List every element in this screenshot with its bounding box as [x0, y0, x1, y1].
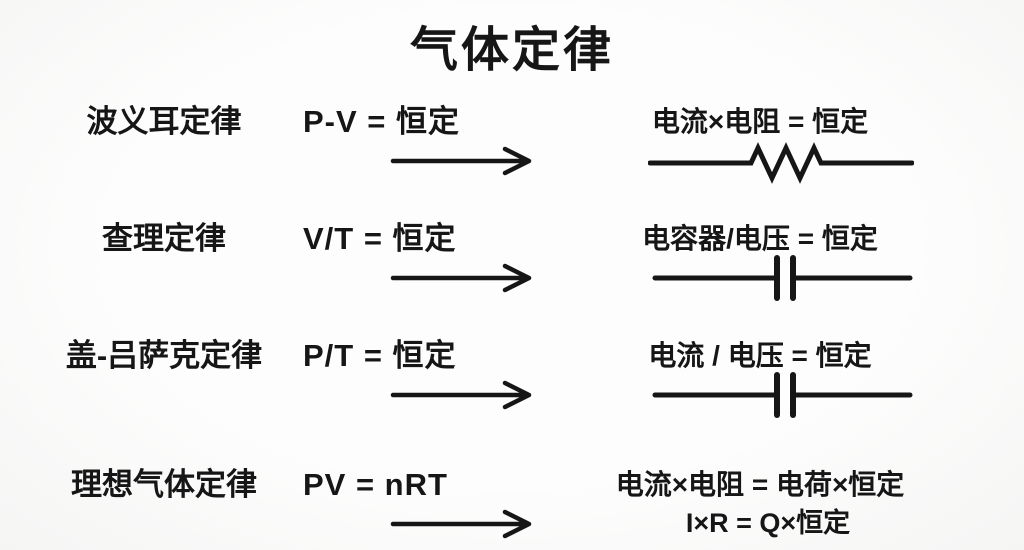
right-arrow-icon — [390, 263, 532, 293]
law-formula: PV = nRT — [303, 467, 448, 502]
law-name-label: 查理定律 — [102, 221, 226, 256]
law-row-charles: 查理定律 V/T = 恒定 电容器/电压 = 恒定 — [0, 215, 1024, 311]
right-arrow-icon — [390, 146, 532, 176]
electrical-analogy-label: 电流×电阻 = 电荷×恒定 — [615, 469, 905, 500]
law-row-boyle: 波义耳定律 P-V = 恒定 电流×电阻 = 恒定 — [0, 98, 1024, 194]
analogy-equation-line2: I×R = Q×恒定 — [685, 508, 851, 538]
page-title: 气体定律 — [409, 24, 614, 77]
law-row-ideal-gas: 理想气体定律 PV = nRT 电流×电阻 = 电荷×恒定 I×R = Q×恒定 — [0, 461, 1024, 550]
resistor-symbol-icon — [648, 142, 914, 184]
law-formula: P/T = 恒定 — [303, 338, 457, 373]
capacitor-symbol-icon — [652, 255, 913, 301]
law-name-label: 盖-吕萨克定律 — [65, 338, 263, 373]
right-arrow-icon — [390, 509, 532, 539]
capacitor-symbol-icon — [652, 372, 913, 418]
electrical-analogy-label: 电流 / 电压 = 恒定 — [648, 340, 872, 371]
right-arrow-icon — [390, 380, 532, 410]
law-formula: P-V = 恒定 — [303, 104, 461, 139]
law-formula: V/T = 恒定 — [303, 221, 457, 256]
law-row-gay-lussac: 盖-吕萨克定律 P/T = 恒定 电流 / 电压 = 恒定 — [0, 332, 1024, 428]
electrical-analogy-label: 电容器/电压 = 恒定 — [642, 223, 878, 254]
law-name-label: 波义耳定律 — [86, 104, 242, 139]
electrical-analogy-label: 电流×电阻 = 恒定 — [651, 106, 869, 137]
law-name-label: 理想气体定律 — [71, 467, 257, 502]
